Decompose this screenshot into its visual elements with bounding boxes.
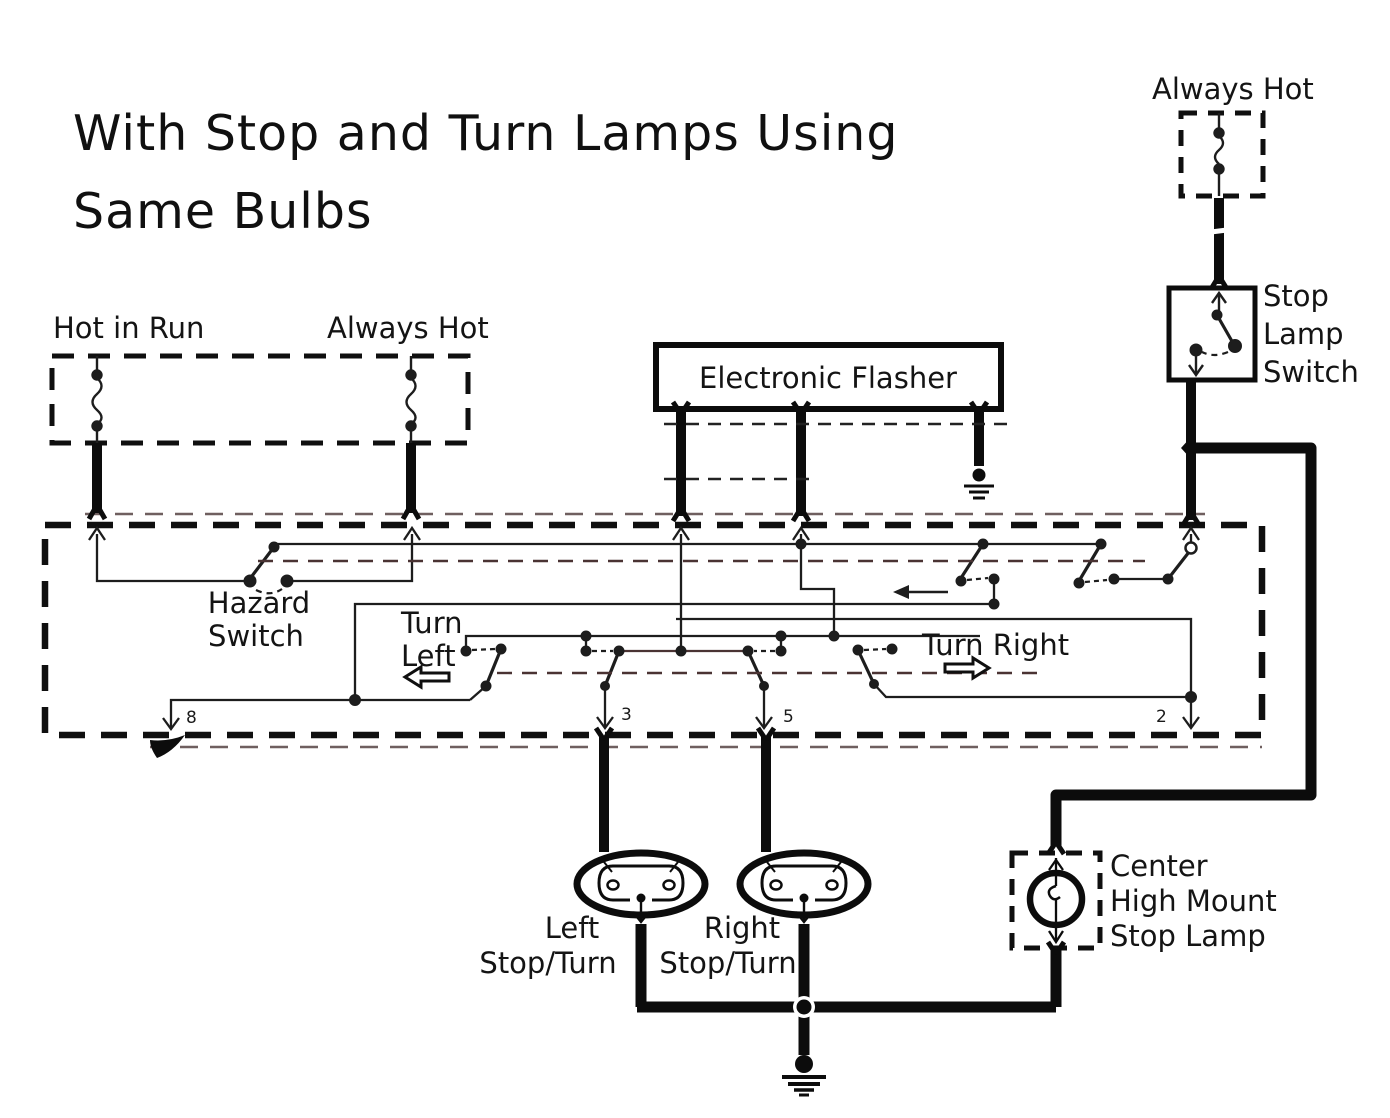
chmsl-label-2: High Mount [1110, 884, 1277, 918]
always-hot-left-label: Always Hot [327, 311, 489, 345]
fuse-icon-brake [1213, 113, 1225, 196]
hot-in-run-label: Hot in Run [53, 311, 204, 345]
left-lamp-label-2: Stop/Turn [479, 946, 616, 980]
right-stop-turn-lamp [736, 849, 872, 924]
connector-dashed-lines [85, 512, 1262, 749]
hazard-switch-label-2: Switch [208, 619, 304, 653]
left-lamp-label-1: Left [545, 911, 600, 945]
electronic-flasher-box [653, 342, 1004, 412]
flasher-ground-icon [964, 468, 994, 500]
hazard-switch-label: Hazard Switch [208, 586, 310, 653]
stop-lamp-switch-label-2: Lamp [1263, 317, 1344, 351]
stop-lamp-switch-icon [1188, 290, 1242, 378]
stop-lamp-switch-label-3: Switch [1263, 355, 1359, 389]
exit-8-ground-arrow-icon [150, 735, 185, 758]
left-stop-turn-lamp [573, 849, 709, 924]
turn-right-label: Turn Right [921, 628, 1069, 662]
fuse-box-left [49, 353, 471, 446]
stop-lamp-switch-label: Stop Lamp Switch [1263, 279, 1359, 389]
title-line-2: Same Bulbs [73, 183, 373, 240]
right-lamp-contact-icon [742, 645, 787, 691]
fuse-icon-always-hot [405, 356, 417, 443]
diagram-title: With Stop and Turn Lamps Using Same Bulb… [73, 105, 898, 240]
ground-bus-junction [793, 996, 815, 1018]
flasher-connector-dashes [664, 422, 1010, 481]
turn-left-label-2: Left [401, 639, 456, 673]
chmsl-bulb-icon [1026, 857, 1086, 945]
pin-number-3: 3 [621, 705, 632, 725]
fuse-box-right [1178, 110, 1266, 199]
right-lamp-label-2: Stop/Turn [659, 946, 796, 980]
title-line-1: With Stop and Turn Lamps Using [73, 105, 898, 162]
chmsl-box [1009, 850, 1103, 951]
turn-left-label: Turn Left [400, 606, 462, 673]
turn-hazard-switch-assembly-box [41, 521, 1266, 739]
turn-left-label-1: Turn [400, 606, 462, 640]
electronic-flasher-label: Electronic Flasher [699, 361, 957, 395]
chmsl-label-3: Stop Lamp [1110, 919, 1266, 953]
turn-right-arrow-icon [943, 655, 992, 681]
thick-wires [86, 198, 1317, 1055]
fuse-icon-hot-in-run [91, 356, 103, 443]
connector-pin-numbers: 8 3 5 2 [186, 705, 1167, 728]
chmsl-label: Center High Mount Stop Lamp [1110, 849, 1277, 953]
turn-right-switch-icon [852, 643, 898, 689]
brake-passthrough-contacts-icon [955, 534, 1198, 589]
turn-left-arrow-icon [402, 664, 451, 690]
left-direction-arrow-icon [893, 585, 948, 599]
stop-lamp-switch-label-1: Stop [1263, 279, 1329, 313]
switch-contacts [243, 534, 1198, 706]
pin-number-8: 8 [186, 708, 197, 728]
pin-number-5: 5 [783, 707, 794, 727]
hazard-switch-label-1: Hazard [208, 586, 310, 620]
pin-number-2: 2 [1156, 707, 1167, 727]
always-hot-right-label: Always Hot [1152, 72, 1314, 106]
turn-left-switch-icon [460, 643, 507, 701]
right-lamp-label: Right Stop/Turn [659, 911, 796, 980]
left-lamp-contact-icon [580, 645, 687, 691]
right-lamp-label-1: Right [704, 911, 780, 945]
chmsl-label-1: Center [1110, 849, 1208, 883]
left-lamp-label: Left Stop/Turn [479, 911, 616, 980]
main-ground-icon [782, 1055, 826, 1097]
